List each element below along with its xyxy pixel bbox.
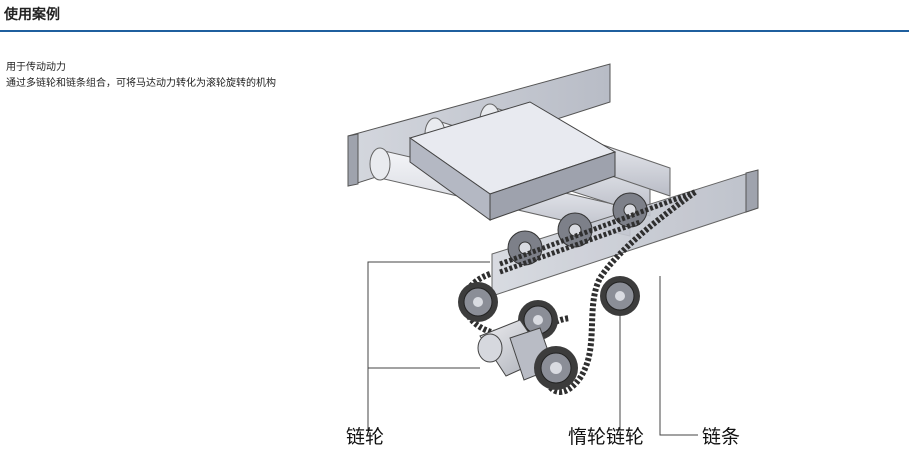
description-line-2: 通过多链轮和链条组合，可将马达动力转化为滚轮旋转的机构 [6,78,276,89]
description: 用于传动动力 通过多链轮和链条组合，可将马达动力转化为滚轮旋转的机构 [6,60,276,92]
motor [477,319,578,390]
load-box [408,101,617,221]
section-title: 使用案例 [4,7,60,23]
callout-lines [367,261,698,436]
mechanism-illustration [340,58,760,456]
mechanism-drawing [347,63,759,436]
idler-sprocket [600,276,640,316]
label-chain: 链条 [702,426,741,448]
label-idler-sprocket: 惰轮链轮 [568,426,645,448]
section-header: 使用案例 [0,0,909,32]
lower-sprockets [458,282,558,340]
label-sprocket: 链轮 [346,426,385,448]
description-line-1: 用于传动动力 [6,62,66,73]
